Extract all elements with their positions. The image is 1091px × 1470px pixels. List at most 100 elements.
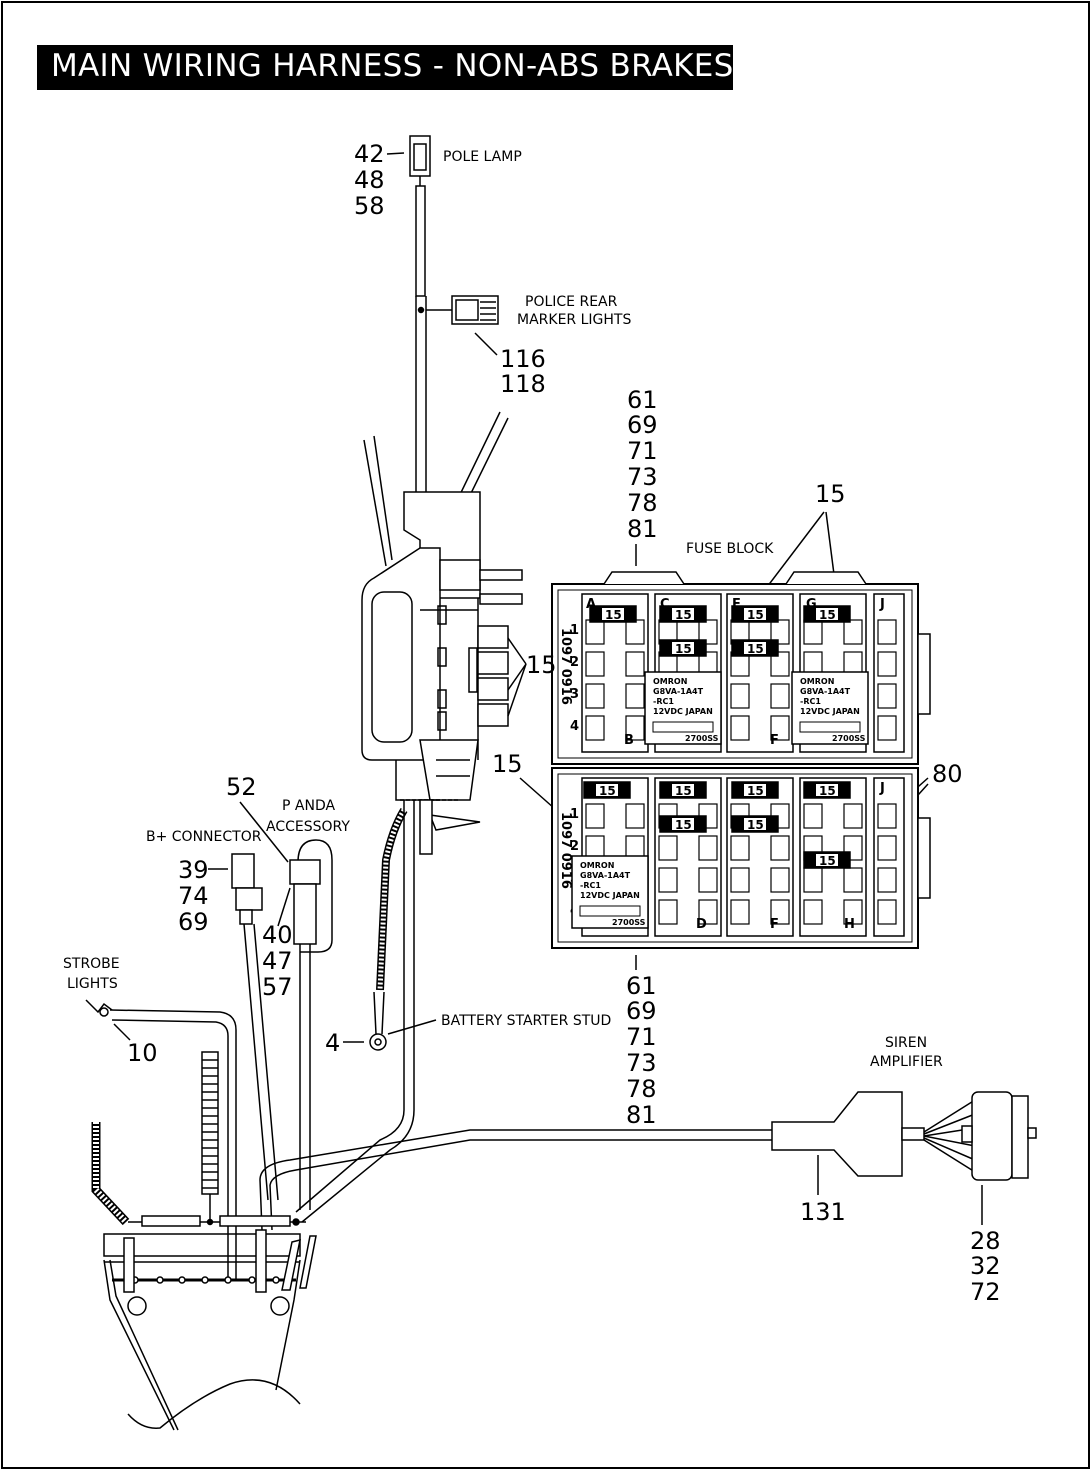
fuse-block-lower-column (726, 777, 794, 937)
fuse-lower-face (816, 854, 838, 866)
fuse-block-upper-row-digit: 1 (570, 623, 579, 638)
fuse-block-upper-tab-left (603, 571, 685, 585)
callout-131: 131 (800, 1198, 846, 1226)
fuse-block-upper-column-letter: C (660, 597, 670, 612)
fuse-block-upper-tab-right (785, 571, 867, 585)
label-siren-2: AMPLIFIER (870, 1054, 943, 1070)
fuse-upper-rating: 15 (675, 608, 692, 622)
leader-battery-stud (387, 1019, 437, 1035)
fuse-block-upper-slot (730, 683, 750, 709)
callout-pa-conn-1: 40 (262, 921, 293, 949)
b-plus-connector (231, 853, 279, 1201)
callout-b-plus-3: 69 (178, 908, 209, 936)
callout-80: 80 (932, 760, 963, 788)
fuse-block-lower-slot (770, 835, 790, 861)
fuse-block-lower-bottom-letter: F (770, 917, 779, 932)
fuse-block-upper-slot (585, 651, 605, 677)
relay-lower-text: -RC1 (580, 881, 601, 890)
relay-upper-text: 12VDC JAPAN (653, 707, 713, 716)
fuse-block-lower-slot (585, 803, 605, 829)
label-police-rear: POLICE REAR (525, 294, 618, 310)
fuse-block-upper-slot (770, 683, 790, 709)
fuse-block-upper-slot (770, 651, 790, 677)
fuse-upper-face (602, 608, 624, 620)
callout-side-fuses: 15 (526, 651, 557, 679)
callout-52: 52 (226, 773, 257, 801)
callout-marker-1: 116 (500, 345, 546, 373)
fuse-block-lower-slot (843, 803, 863, 829)
relay-upper-text: -RC1 (653, 697, 674, 706)
callout-pole-lamp-3: 58 (354, 192, 385, 220)
fuse-block-lower-slot (770, 899, 790, 925)
callout-fuse-bottom-5: 78 (626, 1075, 657, 1103)
callout-fuse-top-6: 81 (627, 515, 658, 543)
relay-lower-text: G8VA-1A4T (580, 871, 631, 880)
relay-upper-text: 12VDC JAPAN (800, 707, 860, 716)
callout-siren-conn-2: 32 (970, 1252, 1001, 1280)
fuse-block-lower-row-digit: 2 (570, 839, 579, 854)
marker-light-connector (426, 295, 499, 325)
fuse-lower-face (596, 784, 618, 796)
pole-lamp-connector (409, 135, 431, 297)
fuse-block-lower-slot (658, 867, 678, 893)
page-title: MAIN WIRING HARNESS - NON-ABS BRAKES (51, 48, 734, 84)
fuse-block-lower-slot (803, 803, 823, 829)
callout-fuse-top-1: 61 (627, 386, 658, 414)
fuse-block-lower-slot (658, 899, 678, 925)
fuse-block-lower-slot (658, 835, 678, 861)
callout-battery-4: 4 (325, 1029, 340, 1057)
fuse-lower-rating: 15 (675, 818, 692, 832)
fuse-block-lower-slot (843, 867, 863, 893)
fuse-block-upper-bottom-letter: B (624, 733, 634, 748)
leader-pa-connector (277, 887, 291, 927)
fuse-block-lower-slot (877, 835, 897, 861)
callout-siren-conn-1: 28 (970, 1227, 1001, 1255)
fuse-block-upper-slot (625, 715, 645, 741)
fuse-lower-rating: 15 (819, 854, 836, 868)
fuse-block-lower-side-tab (917, 817, 931, 899)
main-harness-upper (415, 296, 427, 500)
relay-upper-text: OMRON (653, 677, 687, 686)
fuse-block-upper-slot (625, 651, 645, 677)
fuse-block-lower-inner (557, 773, 913, 943)
label-siren-1: SIREN (885, 1035, 927, 1051)
callout-pole-lamp-2: 48 (354, 166, 385, 194)
label-pa-1: P ANDA (282, 798, 335, 814)
fuse-block-lower-slot (843, 899, 863, 925)
relay-lower-window (579, 905, 641, 917)
label-strobe-1: STROBE (63, 956, 120, 972)
fuse-block-upper-slot (625, 683, 645, 709)
fuse-upper-face (744, 608, 766, 620)
fuse-block-lower-column (799, 777, 867, 937)
leader-pole-lamp (386, 152, 405, 155)
fuse-lower-face (744, 818, 766, 830)
fuse-block-lower-row-digit: 1 (570, 807, 579, 822)
label-fuse-block: FUSE BLOCK (686, 541, 774, 557)
strobe-lights-lead (85, 999, 237, 1280)
fuse-block-upper-slot (877, 683, 897, 709)
callout-fuse-top-3: 71 (627, 437, 658, 465)
callout-b-plus-2: 74 (178, 882, 209, 910)
fuse-block-upper-column-letter: G (806, 597, 817, 612)
fuse-block-upper-column-letter: A (586, 597, 596, 612)
fuse-block-lower-slot (843, 835, 863, 861)
title-bar: MAIN WIRING HARNESS - NON-ABS BRAKES (37, 45, 733, 90)
fuse-upper-rating: 15 (605, 608, 622, 622)
fuse-block-lower-column (873, 777, 905, 937)
fuse-block-upper-slot (585, 683, 605, 709)
relay-upper-text: -RC1 (800, 697, 821, 706)
relay-upper-text: G8VA-1A4T (800, 687, 851, 696)
fuse-block-upper-slot (770, 619, 790, 645)
fuse-block-upper-row-digit: 4 (570, 719, 579, 734)
fuse-block-lower-slot (877, 867, 897, 893)
fuse-lower-rating: 15 (599, 784, 616, 798)
fuse-lower-rating: 15 (747, 784, 764, 798)
fuse-upper-rating: 15 (819, 608, 836, 622)
label-b-plus: B+ CONNECTOR (146, 829, 262, 845)
siren-harness (259, 1091, 1037, 1231)
fuse-lower-rating: 15 (819, 784, 836, 798)
diagram-text: POLE LAMP 42 48 58 POLICE REAR MARKER LI… (63, 140, 1001, 1306)
